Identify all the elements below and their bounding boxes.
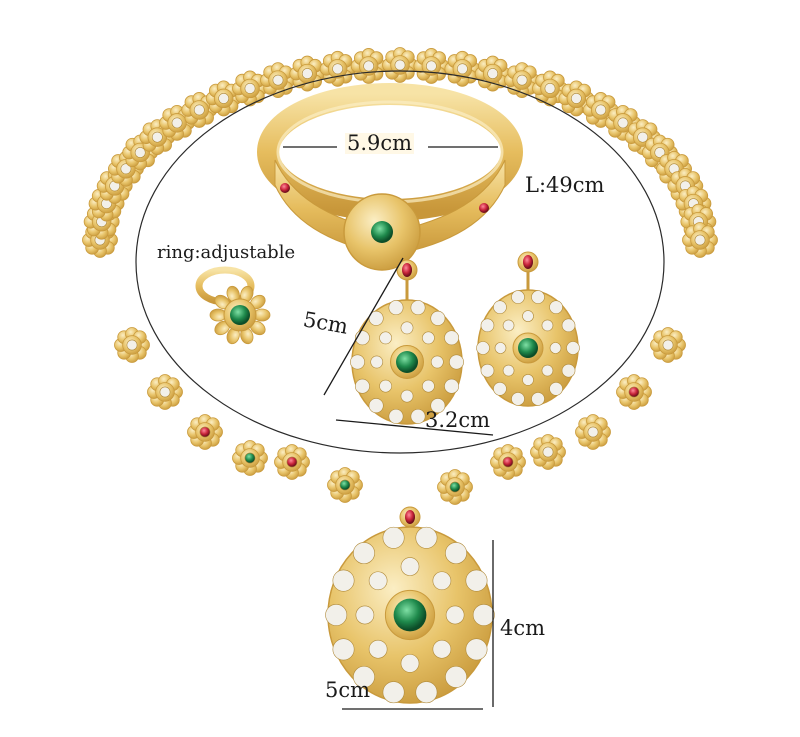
chain-link — [437, 469, 473, 505]
chain-link — [187, 414, 223, 450]
chain-link — [122, 134, 159, 171]
chain-link — [474, 55, 511, 92]
necklace-pendant — [325, 506, 495, 704]
chain-link — [413, 48, 450, 84]
earring-width-label: 3.2cm — [425, 408, 491, 432]
chain-link — [605, 104, 641, 141]
chain-link — [504, 62, 540, 99]
chain-link — [139, 119, 176, 156]
measurement-lines — [283, 146, 498, 710]
chain-link — [616, 374, 652, 410]
chain-link — [682, 222, 718, 258]
ring-size-label: ring:adjustable — [157, 242, 296, 263]
bangle — [257, 83, 523, 271]
chain-link — [232, 440, 268, 476]
necklace-length-label: L:49cm — [525, 173, 605, 197]
chain-link — [319, 50, 356, 87]
chain-link — [382, 47, 418, 83]
pendant-height-label: 4cm — [500, 616, 546, 640]
chain-link — [114, 327, 150, 363]
necklace-chain — [82, 47, 718, 505]
earring-left — [350, 259, 464, 425]
chain-link — [490, 444, 526, 480]
adjustable-ring — [195, 266, 271, 345]
chain-link — [650, 327, 686, 363]
length-outline — [135, 70, 665, 454]
chain-link — [350, 48, 387, 84]
chain-link — [147, 374, 183, 410]
chain-link — [205, 80, 242, 117]
earring-height-line — [323, 257, 404, 396]
chain-link — [444, 50, 481, 87]
bangle-width-label: 5.9cm — [345, 131, 415, 155]
chain-link — [260, 62, 296, 99]
earring-right — [476, 251, 580, 407]
chain-link — [289, 55, 326, 92]
chain-link — [327, 467, 363, 503]
chain-link — [575, 414, 611, 450]
chain-link — [274, 444, 310, 480]
earring-width-line — [335, 419, 494, 436]
chain-link — [530, 434, 566, 470]
pendant-width-label: 5cm — [325, 678, 371, 702]
